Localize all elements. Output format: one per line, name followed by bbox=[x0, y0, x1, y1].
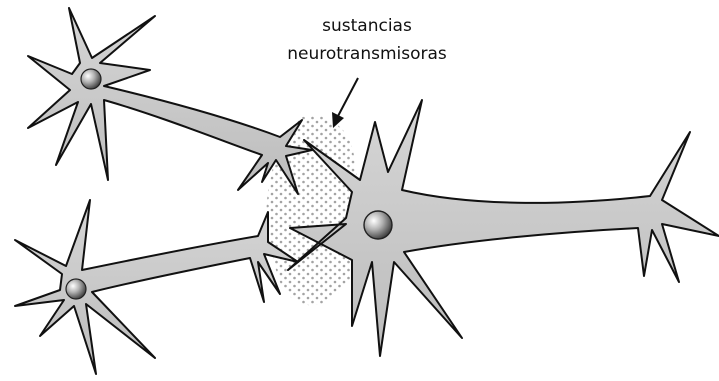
neuron-bottom-left bbox=[15, 200, 298, 374]
label-neurotransmisoras: neurotransmisoras bbox=[262, 46, 472, 63]
neuron-right bbox=[288, 100, 719, 356]
nucleus-bottom-left bbox=[66, 279, 86, 299]
label-arrow bbox=[332, 78, 358, 128]
nucleus-right bbox=[364, 211, 392, 239]
label-sustancias: sustancias bbox=[262, 18, 472, 35]
neuron-top-left bbox=[28, 8, 312, 194]
nucleus-top-left bbox=[81, 69, 101, 89]
